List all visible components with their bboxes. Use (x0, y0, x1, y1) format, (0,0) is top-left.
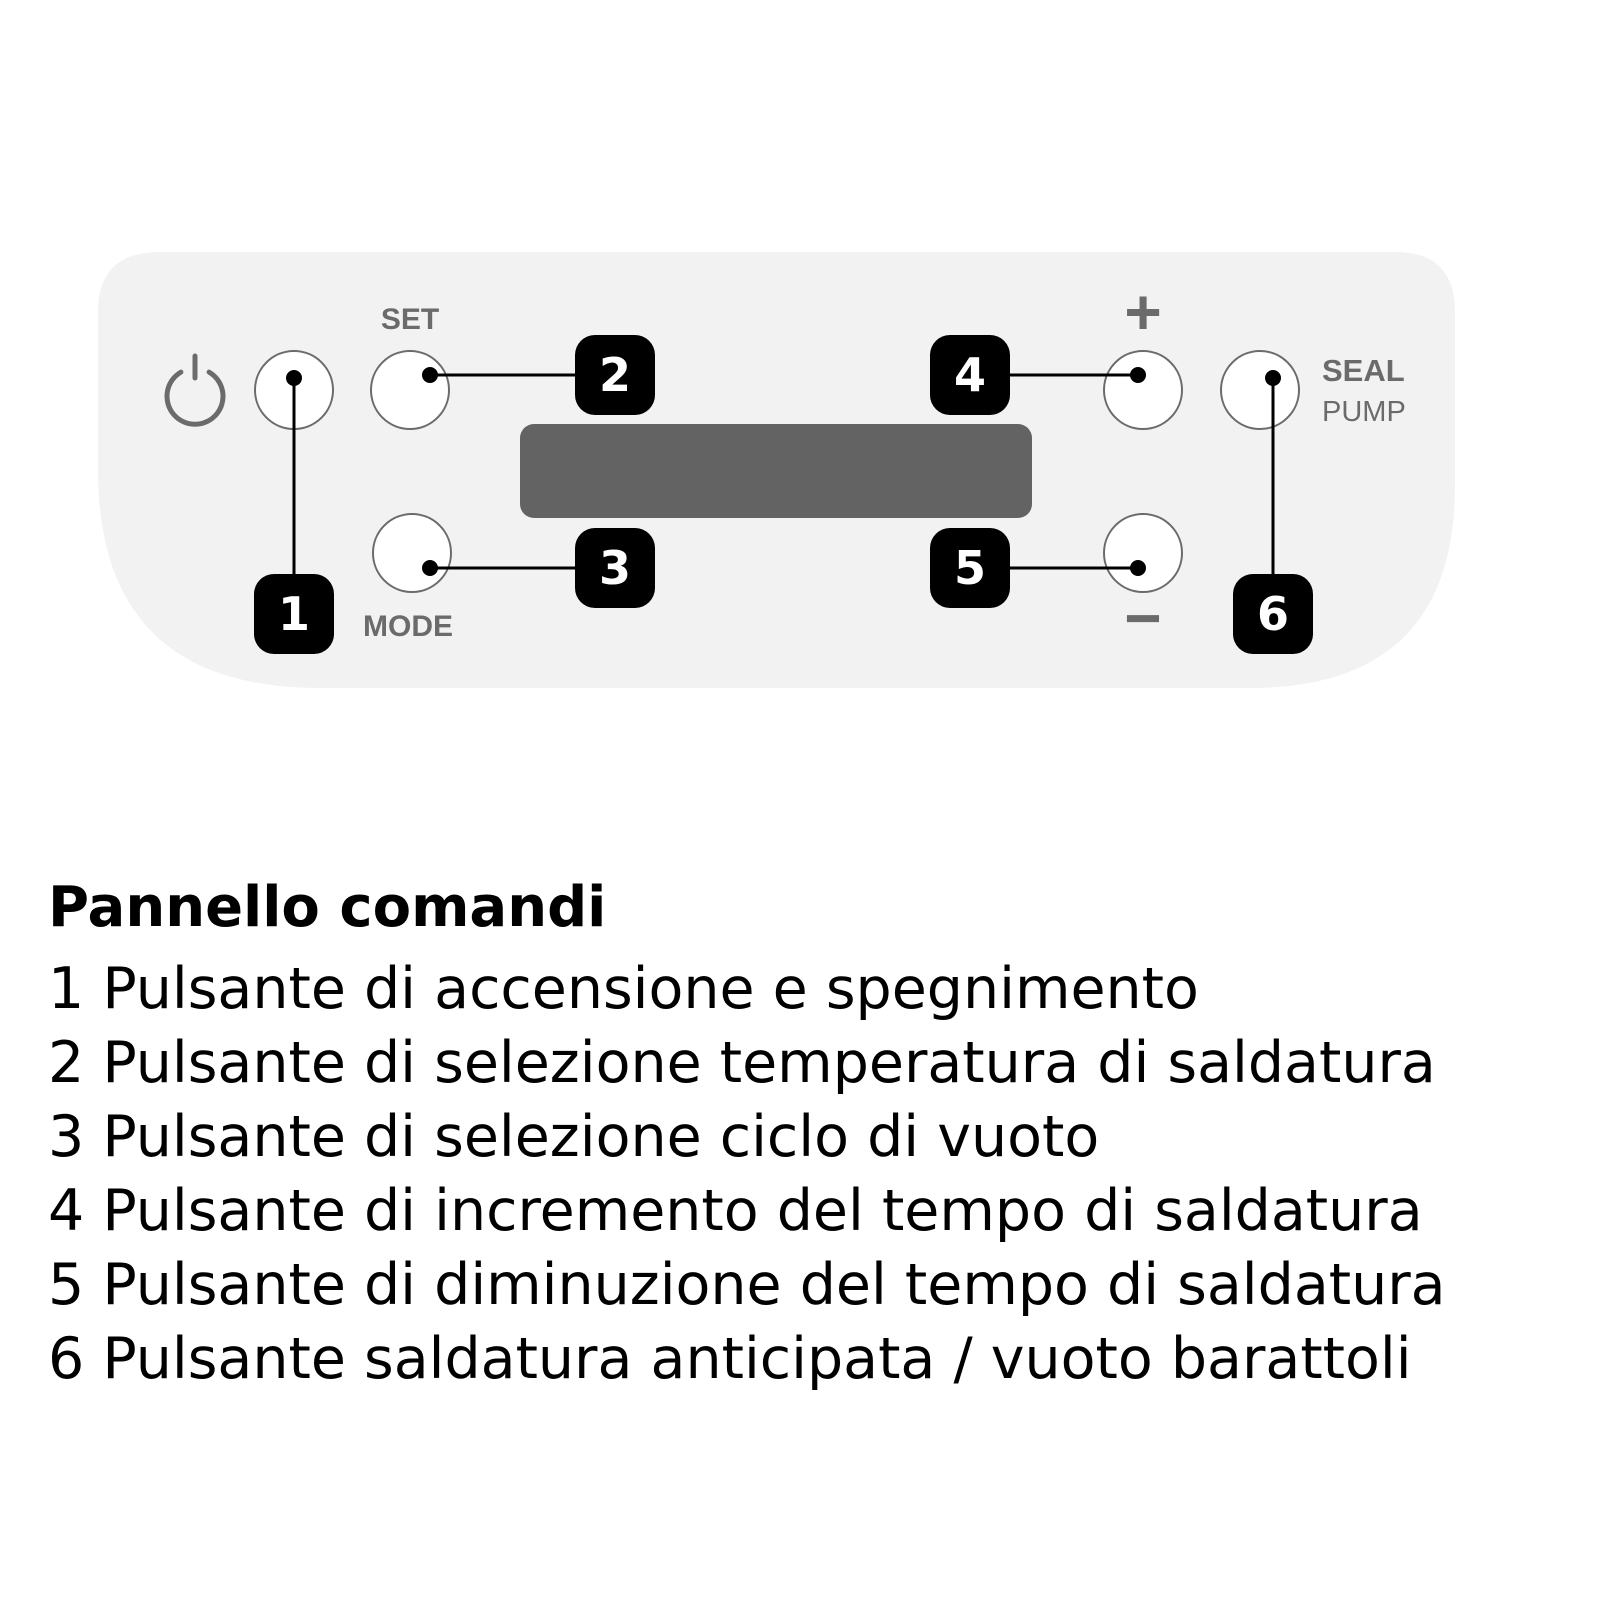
legend-title: Pannello comandi (48, 875, 607, 940)
svg-text:1: 1 (278, 587, 310, 641)
svg-text:2: 2 (599, 348, 631, 402)
callout-4: 4 (930, 335, 1010, 415)
power-icon (164, 353, 226, 427)
leader-dot-4 (1130, 367, 1146, 383)
set-label: SET (381, 303, 439, 336)
leader-dot-6 (1265, 370, 1281, 386)
leader-dot-2 (422, 367, 438, 383)
mode-button[interactable] (372, 513, 452, 593)
leader-dot-3 (422, 560, 438, 576)
legend-list: 1 Pulsante di accensione e spegnimento 2… (48, 952, 1588, 1396)
svg-text:3: 3 (599, 541, 631, 595)
legend-item: 6 Pulsante saldatura anticipata / vuoto … (48, 1326, 1412, 1392)
seal-pump-button[interactable] (1220, 350, 1300, 430)
minus-button[interactable] (1103, 513, 1183, 593)
legend-item: 3 Pulsante di selezione ciclo di vuoto (48, 1104, 1100, 1170)
svg-text:6: 6 (1257, 587, 1289, 641)
legend-item: 1 Pulsante di accensione e spegnimento (48, 956, 1199, 1022)
callout-1: 1 (254, 574, 334, 654)
minus-label: − (1124, 582, 1161, 654)
pump-label: PUMP (1322, 396, 1406, 428)
svg-text:5: 5 (954, 541, 986, 595)
plus-label: + (1124, 276, 1161, 348)
leader-dot-5 (1130, 560, 1146, 576)
legend: Pannello comandi 1 Pulsante di accension… (48, 878, 1588, 1396)
mode-label: MODE (363, 610, 453, 643)
lcd-display (520, 424, 1032, 518)
callout-6: 6 (1233, 574, 1313, 654)
legend-item: 5 Pulsante di diminuzione del tempo di s… (48, 1252, 1446, 1318)
legend-item: 2 Pulsante di selezione temperatura di s… (48, 1030, 1436, 1096)
set-button[interactable] (370, 350, 450, 430)
control-panel-diagram: SET MODE SEAL PUMP + − 1 2 3 4 5 (98, 252, 1455, 688)
callout-3: 3 (575, 528, 655, 608)
leader-dot-1 (286, 370, 302, 386)
callout-2: 2 (575, 335, 655, 415)
seal-label: SEAL (1322, 353, 1405, 388)
plus-button[interactable] (1103, 350, 1183, 430)
svg-text:4: 4 (954, 348, 986, 402)
legend-item: 4 Pulsante di incremento del tempo di sa… (48, 1178, 1423, 1244)
callout-5: 5 (930, 528, 1010, 608)
